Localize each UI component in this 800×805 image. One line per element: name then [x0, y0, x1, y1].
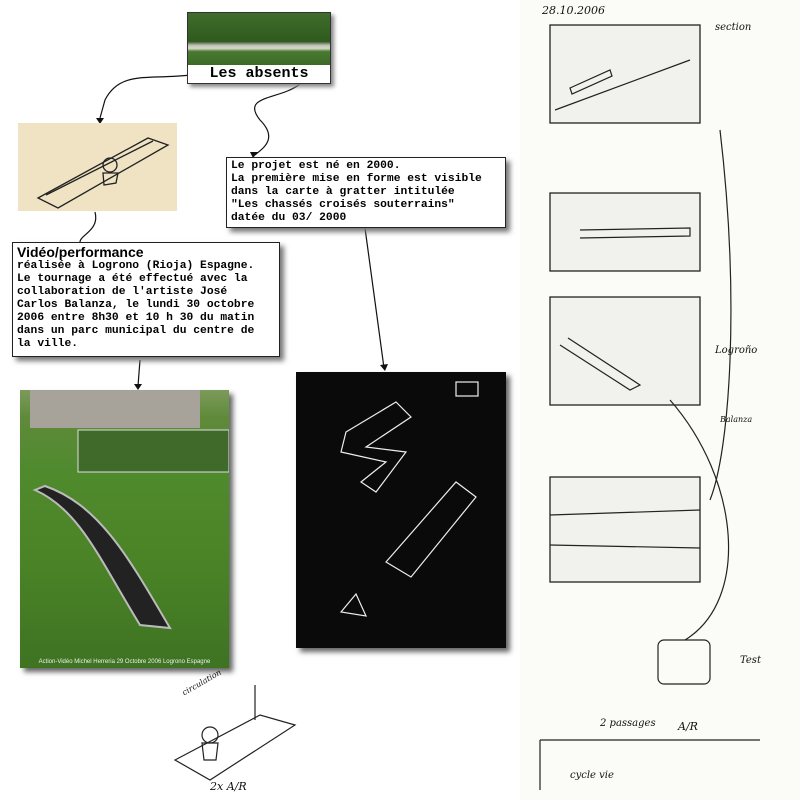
notebook-label: section [715, 22, 752, 33]
video-line: Le tournage a été effectué avec la [17, 273, 248, 285]
arrow-project-to-card [364, 227, 385, 369]
title-label: Les absents [209, 65, 309, 82]
project-line: datée du 03/ 2000 [231, 212, 347, 224]
project-origin-box: Le projet est né en 2000. La première mi… [226, 157, 506, 228]
project-line: "Les chassés croisés souterrains" [231, 199, 455, 211]
video-line: 2006 entre 8h30 et 10 h 30 du matin [17, 312, 255, 324]
video-line: la ville. [17, 338, 79, 350]
arrow-title-to-sketch [99, 74, 191, 119]
arrow-sketch-to-video [79, 211, 97, 243]
video-heading: Vidéo/performance [17, 244, 144, 260]
title-card: Les absents [187, 12, 331, 84]
sketch-trench-figure [18, 123, 177, 211]
scratch-card-artwork [296, 372, 506, 648]
arrow-video-to-photo [137, 359, 141, 387]
notebook-label: cycle vie [570, 770, 614, 781]
video-line: Carlos Balanza, le lundi 30 octobre [17, 299, 255, 311]
project-line: dans la carte à gratter intitulée [231, 186, 455, 198]
sketch-bottom: 2x A/R circulation [170, 668, 300, 800]
video-line: réalisée à Logrono (Rioja) Espagne. [17, 260, 255, 272]
notebook-page: 28.10.2006 section Logroño Balanza Test … [520, 0, 800, 800]
video-line: dans un parc municipal du centre de [17, 325, 255, 337]
title-image [188, 13, 330, 65]
arrow-title-to-project [253, 83, 301, 156]
performance-photo: Action-Vidéo Michel Herreria 29 Octobre … [20, 390, 229, 668]
notebook-label: Logroño [715, 345, 758, 356]
notebook-label: Test [740, 655, 761, 666]
notebook-date: 28.10.2006 [542, 4, 605, 17]
video-performance-box: Vidéo/performance réalisée à Logrono (Ri… [12, 242, 280, 357]
sketch-note: 2x A/R [210, 780, 247, 793]
notebook-label: Balanza [720, 415, 753, 424]
notebook-label: 2 passages [600, 718, 656, 729]
project-line: La première mise en forme est visible [231, 173, 482, 185]
project-line: Le projet est né en 2000. [231, 160, 401, 172]
notebook-label: A/R [678, 720, 698, 733]
video-line: collaboration de l'artiste José [17, 286, 228, 298]
photo-caption: Action-Vidéo Michel Herreria 29 Octobre … [38, 659, 211, 665]
